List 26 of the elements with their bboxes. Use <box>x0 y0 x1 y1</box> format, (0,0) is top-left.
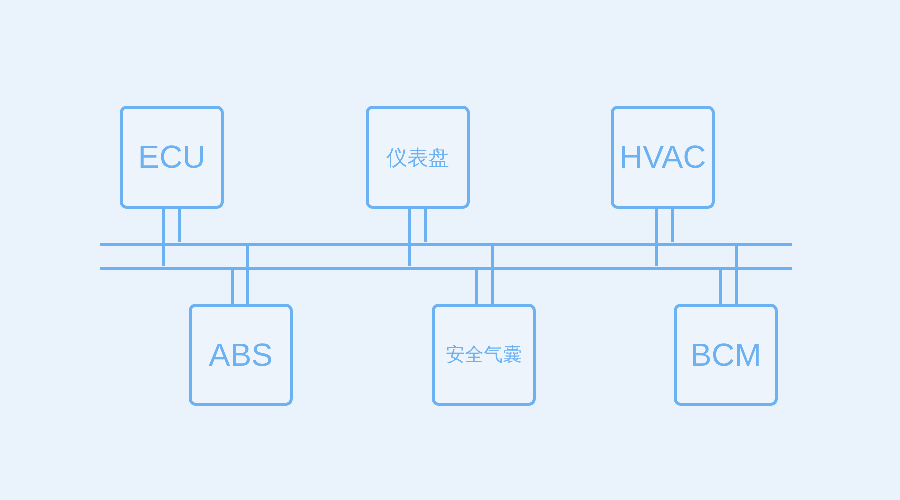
module-box <box>189 304 293 406</box>
connector-line <box>736 246 738 304</box>
connector-line <box>162 209 166 266</box>
module-box <box>432 304 536 406</box>
connector-line <box>672 209 674 242</box>
connector-line <box>178 209 182 242</box>
module-label: HVAC <box>620 139 706 176</box>
connector-line <box>424 209 428 242</box>
connector-line <box>492 246 494 304</box>
connector-line <box>408 209 412 266</box>
connector-line <box>720 270 722 304</box>
module-box <box>611 106 715 209</box>
module-label: 仪表盘 <box>386 146 450 172</box>
module-label: 安全气囊 <box>446 344 522 368</box>
module-box <box>366 106 470 209</box>
module-label: ABS <box>208 336 274 374</box>
connector-line <box>232 270 234 304</box>
module-box <box>120 106 224 209</box>
bus-line <box>100 266 792 270</box>
connector-line <box>656 209 658 266</box>
connector-line <box>246 246 250 304</box>
module-label: BCM <box>690 336 762 374</box>
connector-line <box>476 270 478 304</box>
module-label: ECU <box>138 139 206 176</box>
bus-line <box>100 242 792 246</box>
module-box <box>674 304 778 406</box>
